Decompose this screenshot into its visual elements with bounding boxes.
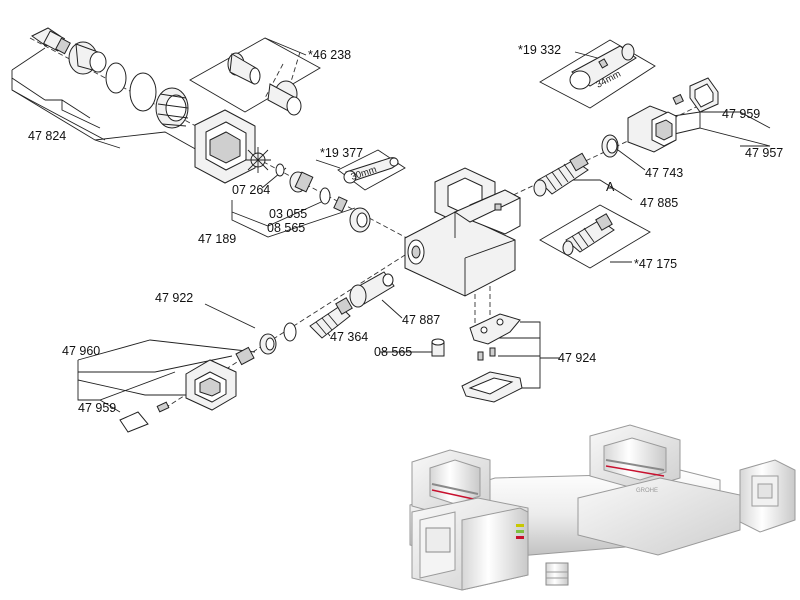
cartridge-47364 <box>309 297 353 339</box>
fitting-47922 <box>235 333 277 366</box>
o-ring-2 <box>129 72 157 112</box>
label-47957: 47 957 <box>745 146 783 160</box>
screw-small <box>333 196 348 213</box>
label-08565-lower: 08 565 <box>374 345 412 359</box>
cartridge-small <box>289 171 314 193</box>
cap-right <box>689 77 719 113</box>
label-47960: 47 960 <box>62 344 100 358</box>
label-47824: 47 824 <box>28 129 66 143</box>
o-ring-1 <box>105 62 127 94</box>
lower-valve-parts <box>119 271 523 433</box>
label-47743: 47 743 <box>645 166 683 180</box>
diverter-47887 <box>349 271 395 308</box>
label-A: A <box>606 180 615 194</box>
screw-right <box>672 93 684 105</box>
sleeve-part <box>68 41 107 75</box>
star-adapter <box>245 147 271 173</box>
label-47189: 47 189 <box>198 232 236 246</box>
valve-body <box>404 167 522 297</box>
ring-47743 <box>601 134 619 158</box>
label-47175: *47 175 <box>634 257 677 271</box>
photo-outlet <box>545 562 569 586</box>
label-46238: *46 238 <box>308 48 351 62</box>
kit-46238-parts <box>227 52 302 116</box>
wrench-19377 <box>343 157 399 184</box>
washer-small <box>275 163 285 177</box>
tool-19332 <box>569 43 637 90</box>
photo-right-handle-top <box>589 424 681 491</box>
product-photo: GROHE <box>409 424 796 591</box>
label-47364: 47 364 <box>330 330 368 344</box>
square-handle-right <box>627 105 677 153</box>
label-47885: 47 885 <box>640 196 678 210</box>
insert-08565-lower <box>431 338 445 357</box>
threaded-nut <box>155 87 189 129</box>
label-47959-lower: 47 959 <box>78 401 116 415</box>
bracket-47924 <box>461 313 523 403</box>
label-47959-right: 47 959 <box>722 107 760 121</box>
photo-brand-mark: GROHE <box>636 488 658 494</box>
right-valve-parts <box>533 43 719 256</box>
square-handle-lower <box>185 359 237 411</box>
adapter-nut <box>349 207 371 233</box>
label-47922: 47 922 <box>155 291 193 305</box>
o-ring-lower <box>283 322 297 342</box>
square-escutcheon <box>194 109 256 184</box>
photo-right-block: GROHE <box>577 459 796 556</box>
label-19332: *19 332 <box>518 43 561 57</box>
o-ring-3 <box>319 187 331 205</box>
cap-lower <box>119 411 149 433</box>
screw-lower <box>156 401 170 413</box>
label-47887: 47 887 <box>402 313 440 327</box>
cartridge-47175 <box>562 213 615 256</box>
wrench-size-label: 30mm <box>350 164 379 183</box>
photo-thermostat-block <box>411 497 529 591</box>
label-19377: *19 377 <box>320 146 363 160</box>
label-03055: 03 055 <box>269 207 307 221</box>
label-08565: 08 565 <box>267 221 305 235</box>
label-07264: 07 264 <box>232 183 270 197</box>
left-valve-parts <box>31 27 399 233</box>
spindle-top-left <box>31 27 71 55</box>
cartridge-47885 <box>533 152 589 197</box>
label-47924: 47 924 <box>558 351 596 365</box>
